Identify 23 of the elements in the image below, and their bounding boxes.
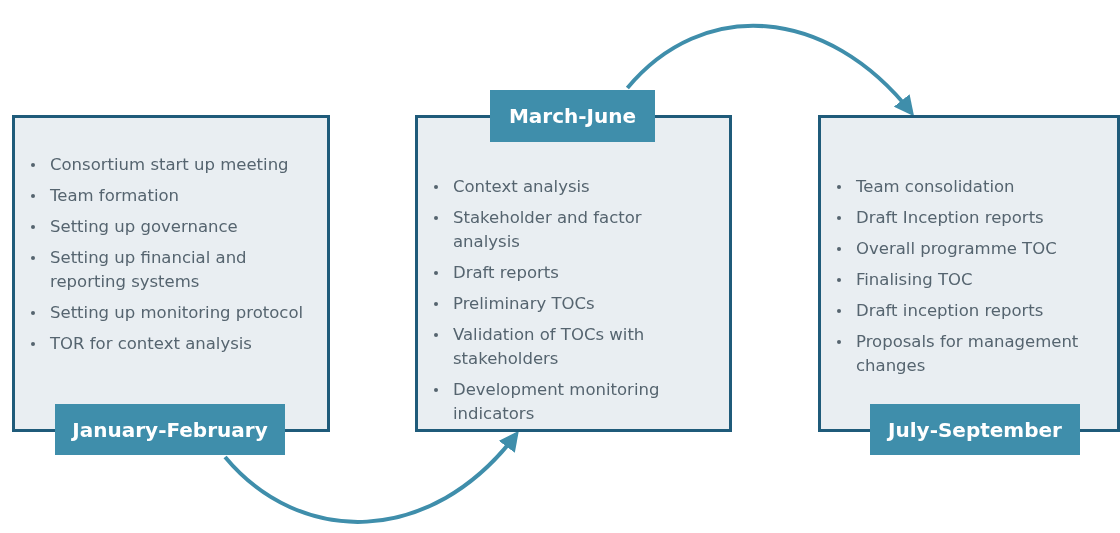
bullet-item: TOR for context analysis	[28, 332, 313, 356]
bullet-item: Setting up governance	[28, 215, 313, 239]
period-heading: March-June	[490, 90, 655, 142]
curved-arrow	[625, 24, 915, 116]
curved-arrow	[223, 430, 520, 524]
bullet-item: Validation of TOCs with stakeholders	[431, 323, 671, 371]
bullet-item: Proposals for management changes	[834, 330, 1094, 378]
bullet-item: Stakeholder and factor analysis	[431, 206, 671, 254]
bullet-item: Consortium start up meeting	[28, 153, 313, 177]
bullet-item: Team formation	[28, 184, 313, 208]
bullet-item: Draft reports	[431, 261, 671, 285]
bullet-item: Draft inception reports	[834, 299, 1094, 323]
bullet-item: Development monitoring indicators	[431, 378, 671, 426]
period-heading: January-February	[55, 404, 285, 455]
bullet-item: Team consolidation	[834, 175, 1094, 199]
bullet-item: Overall programme TOC	[834, 237, 1094, 261]
bullet-item: Preliminary TOCs	[431, 292, 671, 316]
bullet-item: Context analysis	[431, 175, 671, 199]
bullet-item: Setting up monitoring protocol	[28, 301, 313, 325]
bullet-item: Finalising TOC	[834, 268, 1094, 292]
bullet-item: Setting up financial and reporting systems	[28, 246, 313, 294]
bullet-item: Draft Inception reports	[834, 206, 1094, 230]
period-heading: July-September	[870, 404, 1080, 455]
